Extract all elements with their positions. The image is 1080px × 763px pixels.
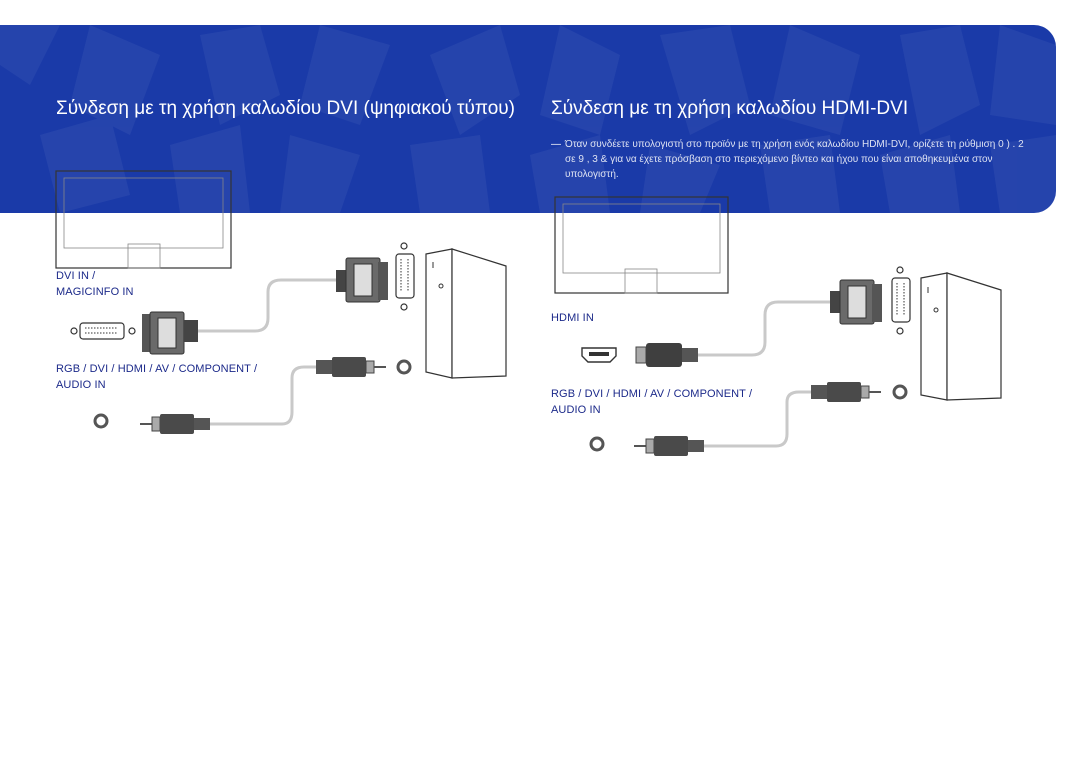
audio-cable-left bbox=[210, 365, 316, 426]
monitor-left bbox=[55, 170, 232, 269]
dvi-cable-left bbox=[198, 278, 336, 333]
audio-jack-icon bbox=[93, 413, 109, 429]
hdmi-dvi-cable bbox=[698, 300, 830, 357]
banner-pattern bbox=[0, 25, 1056, 213]
audio-cable-right bbox=[704, 390, 811, 448]
audio-plug-pc-right-icon bbox=[811, 382, 881, 402]
audio-plug-pc-icon bbox=[316, 357, 386, 377]
magicinfo-in-label: MAGICINFO IN bbox=[56, 286, 134, 298]
note-dash: ― bbox=[551, 139, 561, 150]
dvi-port-pc-icon bbox=[395, 242, 415, 311]
hdmi-in-label: HDMI IN bbox=[551, 312, 594, 324]
hdmi-port-icon bbox=[581, 347, 617, 363]
pc-tower-right bbox=[920, 272, 1002, 401]
pc-tower-left bbox=[425, 248, 507, 379]
dvi-connector-pc-icon bbox=[336, 257, 388, 303]
pc-audio-jack-right-icon bbox=[892, 384, 908, 400]
dvi-port-icon bbox=[70, 322, 136, 340]
audio-in-label-left: RGB / DVI / HDMI / AV / COMPONENT / AUDI… bbox=[56, 363, 258, 391]
pc-audio-jack-icon bbox=[396, 359, 412, 375]
hdmi-dvi-note: ― Όταν συνδέετε υπολογιστή στο προϊόν με… bbox=[551, 137, 1031, 182]
right-diagram bbox=[554, 196, 1002, 456]
note-text: Όταν συνδέετε υπολογιστή στο προϊόν με τ… bbox=[565, 139, 1024, 180]
header-banner bbox=[0, 25, 1056, 213]
hdmi-connector-icon bbox=[635, 343, 698, 367]
left-diagram bbox=[55, 170, 507, 434]
audio-jack-right-icon bbox=[589, 436, 605, 452]
monitor-right bbox=[554, 196, 729, 294]
audio-plug-icon bbox=[140, 414, 210, 434]
dvi-connector-icon bbox=[142, 311, 198, 355]
dvi-connector-pc-right-icon bbox=[830, 279, 882, 325]
audio-in-label-right: RGB / DVI / HDMI / AV / COMPONENT / AUDI… bbox=[551, 388, 753, 416]
dvi-port-pc-right-icon bbox=[891, 266, 911, 335]
audio-plug-right-icon bbox=[634, 436, 704, 456]
dvi-in-label: DVI IN / bbox=[56, 270, 96, 282]
left-section-heading: Σύνδεση με τη χρήση καλωδίου DVI (ψηφιακ… bbox=[56, 98, 515, 119]
right-section-heading: Σύνδεση με τη χρήση καλωδίου HDMI-DVI bbox=[551, 98, 909, 119]
